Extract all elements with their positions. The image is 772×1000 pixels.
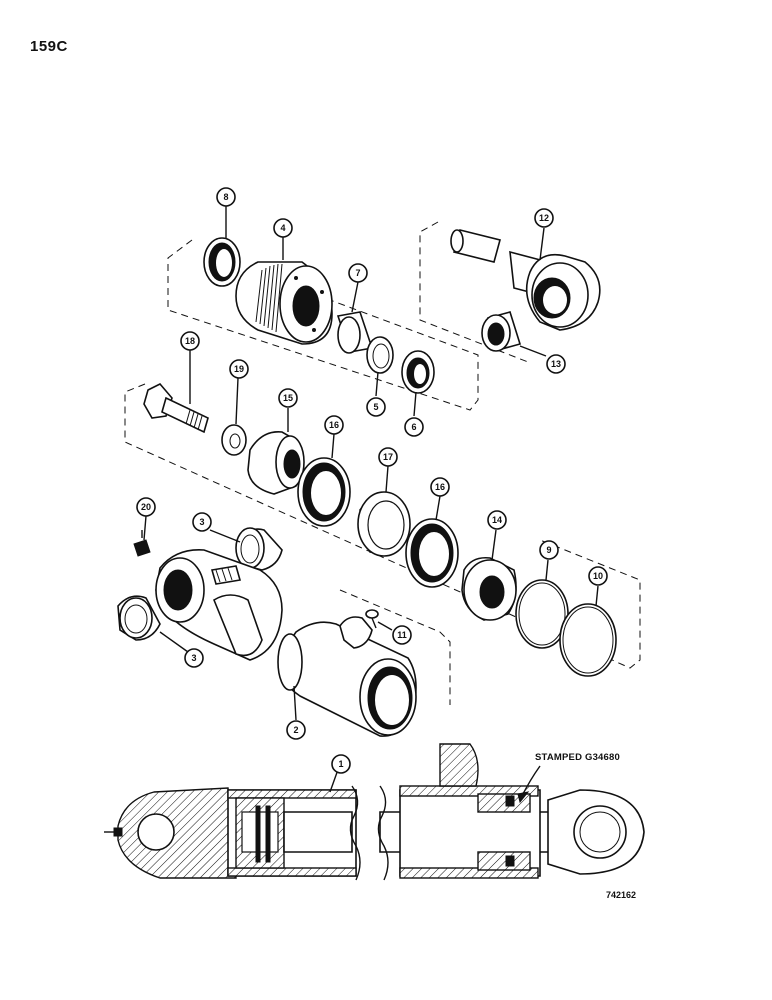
svg-text:3: 3: [191, 653, 196, 663]
svg-text:11: 11: [397, 630, 407, 640]
svg-text:18: 18: [185, 336, 195, 346]
svg-text:2: 2: [293, 725, 298, 735]
svg-text:10: 10: [593, 571, 603, 581]
callout-8: 8: [216, 187, 236, 207]
svg-text:17: 17: [383, 452, 393, 462]
callout-16-b: 16: [430, 477, 450, 497]
part-13-eye-bushing: [481, 311, 522, 352]
page-number: 159C: [30, 38, 68, 55]
svg-text:12: 12: [539, 213, 549, 223]
callout-1: 1: [331, 754, 351, 774]
callout-10: 10: [588, 566, 608, 586]
group-outline-rod-eye: [419, 221, 529, 363]
callout-5: 5: [366, 397, 386, 417]
callout-20: 20: [136, 497, 156, 517]
part-11-screw: [365, 609, 379, 629]
svg-text:1: 1: [338, 759, 343, 769]
group-outline-barrel: [339, 589, 451, 705]
part-20-grease-fitting: [133, 530, 151, 557]
part-19-washer: [221, 424, 247, 456]
callout-14: 14: [487, 510, 507, 530]
svg-text:5: 5: [373, 402, 378, 412]
callout-2: 2: [286, 720, 306, 740]
part-18-bolt: [143, 383, 209, 434]
svg-text:15: 15: [283, 393, 293, 403]
part-2-barrel: [277, 616, 417, 737]
callout-12: 12: [534, 208, 554, 228]
callout-7: 7: [348, 263, 368, 283]
svg-text:3: 3: [199, 517, 204, 527]
svg-text:7: 7: [355, 268, 360, 278]
callout-15: 15: [278, 388, 298, 408]
callout-6: 6: [404, 417, 424, 437]
cylinder-end: [155, 549, 283, 661]
callout-18: 18: [180, 331, 200, 351]
part-8-wiper-seal: [203, 237, 241, 287]
part-3-bushing-upper: [235, 527, 283, 571]
callout-4: 4: [273, 218, 293, 238]
svg-text:16: 16: [435, 482, 445, 492]
part-12-rod-eye: [450, 229, 601, 331]
svg-text:19: 19: [234, 364, 244, 374]
group-outline-piston: [124, 383, 641, 669]
part-15-piston: [247, 431, 305, 495]
svg-text:14: 14: [492, 515, 502, 525]
part-17-wear-ring: [357, 491, 411, 557]
leader-lines: [143, 206, 599, 804]
svg-text:16: 16: [329, 420, 339, 430]
part-5-ring: [366, 336, 394, 374]
part-9-o-ring: [515, 579, 569, 649]
svg-text:20: 20: [141, 502, 151, 512]
callout-16-a: 16: [324, 415, 344, 435]
callout-19: 19: [229, 359, 249, 379]
svg-text:6: 6: [411, 422, 416, 432]
part-4-gland: [235, 261, 333, 345]
callout-17: 17: [378, 447, 398, 467]
callout-3-upper: 3: [192, 512, 212, 532]
svg-text:9: 9: [546, 545, 551, 555]
part-3-bushing-lower: [117, 595, 161, 641]
svg-text:8: 8: [223, 192, 228, 202]
svg-text:13: 13: [551, 359, 561, 369]
figure-number: 742162: [606, 890, 637, 900]
part-7-bushing: [336, 311, 374, 354]
part-6-rod-seal: [401, 350, 435, 394]
assembled-cross-section: [104, 743, 645, 881]
callout-11: 11: [392, 625, 412, 645]
part-16-seal-a: [297, 457, 351, 527]
callout-9: 9: [539, 540, 559, 560]
group-outline-head: [167, 239, 479, 411]
part-10-backup-ring: [559, 603, 617, 677]
svg-text:4: 4: [280, 223, 285, 233]
part-16-seal-b: [405, 518, 459, 588]
stamp-note: STAMPED G34680: [535, 752, 620, 763]
callout-13: 13: [546, 354, 566, 374]
part-14-piston: [461, 556, 517, 621]
callout-3-lower: 3: [184, 648, 204, 668]
